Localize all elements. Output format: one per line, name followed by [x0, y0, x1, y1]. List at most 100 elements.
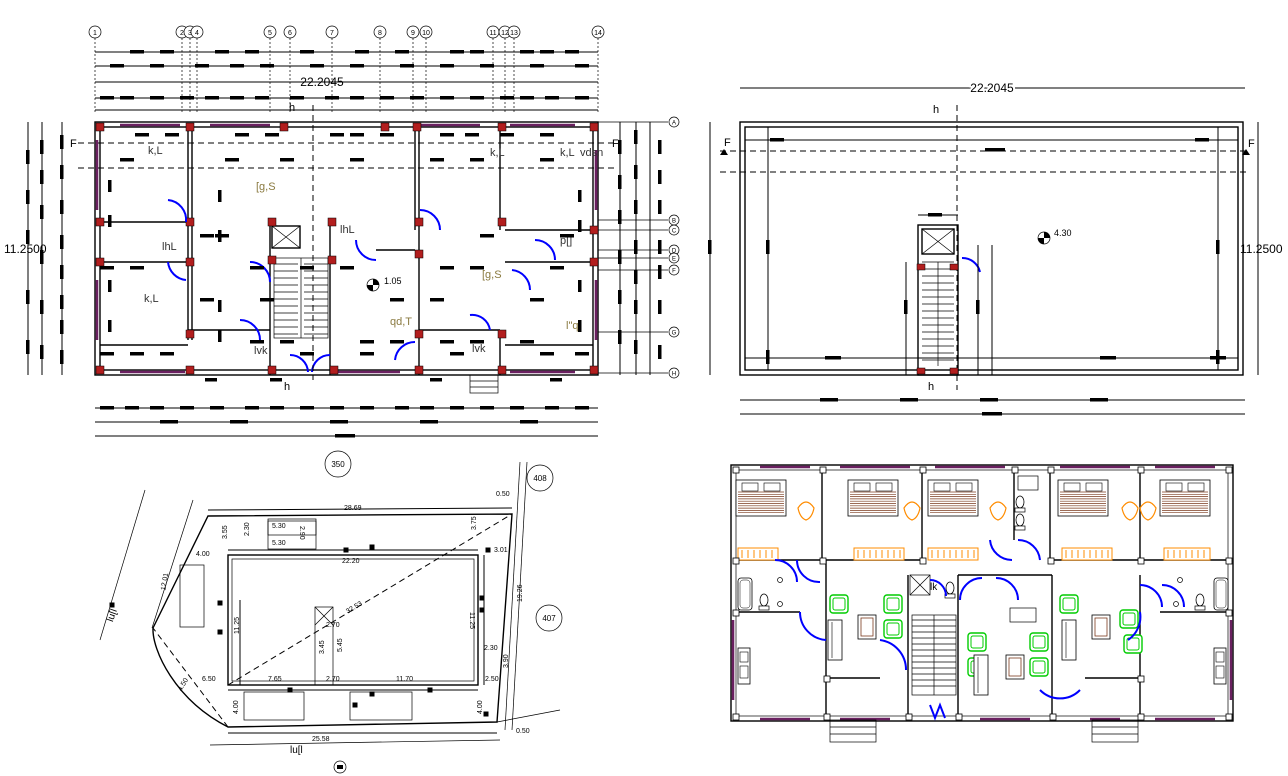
site-dim: 2.90 — [298, 526, 305, 540]
dim-tick — [520, 96, 534, 100]
grid-label: A — [672, 121, 676, 127]
lounge-chair — [1059, 594, 1079, 614]
top-right-outline-plan: 22.2045 h h F F 4.30 — [708, 79, 1283, 416]
dim-tick — [395, 50, 409, 54]
column — [1047, 557, 1055, 565]
grid-label: F — [672, 269, 676, 275]
dim-tick — [545, 96, 559, 100]
site-dim: 5.45 — [337, 638, 344, 652]
dim-tick — [658, 265, 662, 279]
dim-tick — [540, 133, 554, 137]
dim-tick — [430, 158, 444, 162]
dim-tick — [400, 64, 414, 68]
dim-tick — [658, 200, 662, 214]
dim-tick — [260, 298, 274, 302]
dim-tick — [40, 170, 44, 184]
dim-tick — [982, 412, 1002, 416]
site-dim: 11.25 — [468, 612, 475, 629]
dim-tick — [360, 406, 374, 410]
site-marker — [217, 629, 223, 635]
dim-tick — [40, 300, 44, 314]
grid-bubble — [668, 326, 680, 338]
grid-label: 2 — [180, 30, 184, 37]
column — [1047, 466, 1055, 474]
dim-tick — [1216, 240, 1220, 254]
column — [1225, 713, 1233, 721]
grid-label: H — [672, 372, 676, 378]
site-dim: 3.90 — [503, 654, 510, 668]
armchair — [797, 501, 815, 521]
dim-tick — [618, 290, 622, 304]
dim-tick — [390, 340, 404, 344]
site-dim-labels: 28.69 22.20 5.30 5.30 3.55 2.30 4.00 12.… — [160, 491, 529, 743]
dim-tick — [634, 130, 638, 144]
sofa — [853, 547, 905, 561]
grid-label: 9 — [411, 30, 415, 37]
dimension-ticks-side — [26, 130, 662, 364]
site-dim: 0.50 — [516, 728, 530, 735]
dim-tick — [350, 133, 364, 137]
dim-tick — [470, 340, 484, 344]
dim-tick — [230, 64, 244, 68]
dim-tick — [225, 158, 239, 162]
site-dim: 6.50 — [202, 676, 216, 683]
dim-tick — [530, 64, 544, 68]
armchair — [903, 501, 921, 521]
coffee-table — [857, 614, 877, 640]
dim-tick — [618, 330, 622, 344]
column — [589, 365, 599, 375]
column — [497, 122, 507, 132]
dim-tick — [470, 96, 484, 100]
dim-tick — [355, 50, 369, 54]
site-plan: 350 408 407 28.69 22.20 — [99, 450, 563, 774]
furniture-items — [732, 466, 1233, 721]
dim-tick — [340, 266, 354, 270]
dim-tick — [350, 96, 364, 100]
column — [327, 217, 337, 227]
dim-tick — [450, 352, 464, 356]
dim-tick — [928, 213, 942, 217]
dim-tick — [310, 64, 324, 68]
toilet — [1014, 495, 1026, 513]
dim-tick — [26, 340, 30, 354]
section-marker-bottom: h — [284, 381, 290, 393]
dim-tick — [1100, 356, 1116, 360]
dim-tick — [245, 50, 259, 54]
dim-tick — [108, 280, 112, 292]
armchair — [1139, 501, 1157, 521]
dim-tick — [904, 300, 908, 314]
dim-tick — [330, 406, 344, 410]
section-marker-top-right: h — [933, 104, 939, 116]
dim-tick — [130, 50, 144, 54]
dim-tick — [634, 300, 638, 314]
overall-width-label: 22.2045 — [300, 75, 344, 89]
dim-tick — [380, 133, 394, 137]
dim-tick — [658, 140, 662, 154]
dim-tick — [255, 96, 269, 100]
site-dim: 2.30 — [484, 645, 498, 652]
grid-bubble — [668, 264, 680, 276]
column — [185, 257, 195, 267]
column — [732, 609, 740, 617]
dim-tick — [708, 240, 712, 254]
columns-top-left — [95, 122, 599, 375]
dim-tick — [60, 295, 64, 309]
dim-tick — [350, 64, 364, 68]
grid-bubble — [668, 116, 680, 128]
dim-tick — [618, 210, 622, 224]
dim-tick — [450, 50, 464, 54]
dim-tick — [60, 165, 64, 179]
dim-tick — [60, 235, 64, 249]
site-dim: 7.65 — [268, 676, 282, 683]
column — [95, 217, 105, 227]
site-dim: 0.50 — [496, 491, 510, 498]
dim-tick — [218, 230, 222, 242]
site-dim: 5.30 — [272, 540, 286, 547]
grid-bubble — [263, 25, 277, 39]
dim-tick — [160, 420, 178, 424]
dim-tick — [150, 96, 164, 100]
dim-tick — [618, 175, 622, 189]
dim-tick — [210, 406, 224, 410]
dim-tick — [634, 165, 638, 179]
dim-tick — [26, 230, 30, 244]
